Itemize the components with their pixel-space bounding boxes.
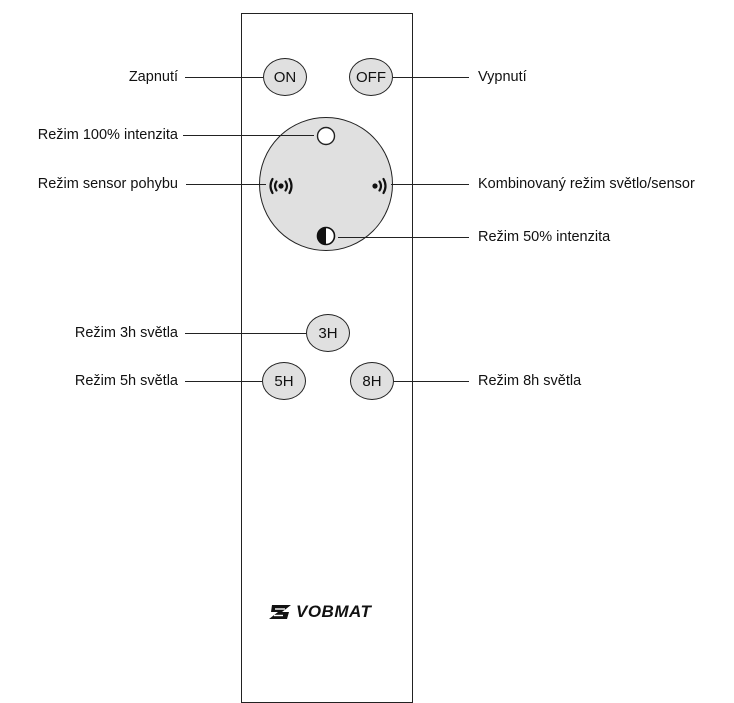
5h-button[interactable]: 5H (262, 362, 306, 400)
circle-outline-icon[interactable] (314, 124, 338, 148)
3h-button-label: 3H (318, 324, 338, 342)
off-button-label: OFF (356, 68, 386, 86)
combined-signal-icon[interactable] (370, 176, 392, 196)
label-rezim-5h: Režim 5h světla (74, 373, 178, 389)
leader-line-kombinovany (391, 184, 469, 185)
label-kombinovany: Kombinovaný režim světlo/sensor (478, 176, 695, 192)
label-rezim-3h: Režim 3h světla (74, 325, 178, 341)
vobmat-logo-icon (269, 605, 291, 619)
label-rezim-sensor: Režim sensor pohybu (37, 176, 178, 192)
8h-button-label: 8H (362, 372, 382, 390)
motion-sensor-icon[interactable] (266, 176, 296, 196)
label-vypnuti: Vypnutí (478, 69, 527, 85)
leader-line-rezim-5h (185, 381, 262, 382)
leader-line-vypnuti (393, 77, 469, 78)
leader-line-rezim-50 (338, 237, 469, 238)
brand-logo: VOBMAT (268, 602, 371, 622)
leader-line-zapnuti (185, 77, 263, 78)
on-button[interactable]: ON (263, 58, 307, 96)
5h-button-label: 5H (274, 372, 294, 390)
leader-line-rezim-8h (394, 381, 469, 382)
3h-button[interactable]: 3H (306, 314, 350, 352)
off-button[interactable]: OFF (349, 58, 393, 96)
label-rezim-8h: Režim 8h světla (478, 373, 582, 389)
brand-name: VOBMAT (296, 602, 372, 621)
label-rezim-100: Režim 100% intenzita (37, 127, 178, 143)
on-button-label: ON (273, 68, 297, 86)
leader-line-rezim-3h (185, 333, 306, 334)
remote-diagram: ON OFF 3H 5H 8H (37, 13, 695, 703)
label-zapnuti: Zapnutí (128, 69, 178, 85)
half-circle-icon[interactable] (314, 224, 338, 248)
8h-button[interactable]: 8H (350, 362, 394, 400)
label-rezim-50: Režim 50% intenzita (478, 229, 611, 245)
leader-line-rezim-100 (183, 135, 314, 136)
leader-line-rezim-sensor (186, 184, 266, 185)
